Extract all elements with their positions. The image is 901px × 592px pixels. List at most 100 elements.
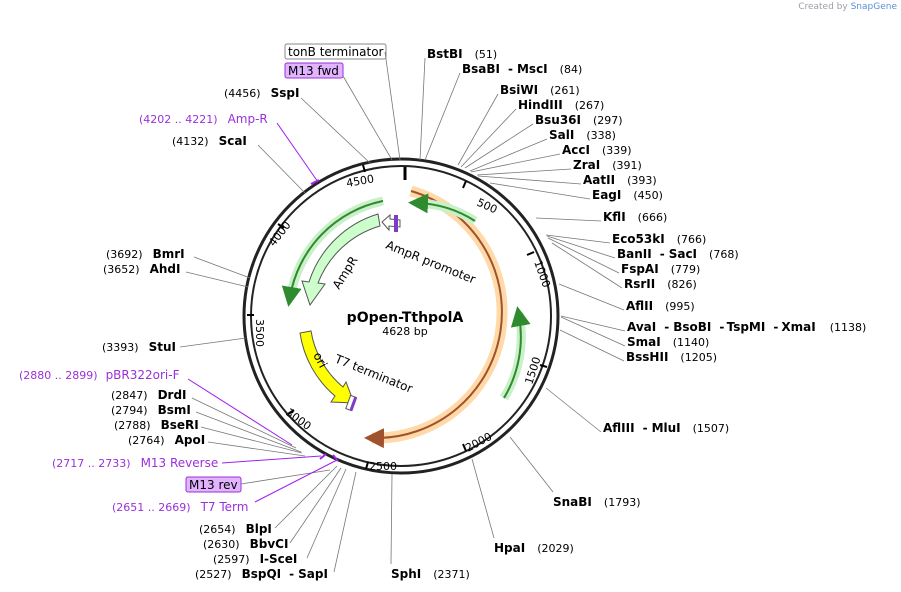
enzyme-name: HpaI — [494, 541, 525, 555]
primer-range: (4202 .. 4221) — [139, 113, 218, 126]
eco53ki-leader — [545, 234, 611, 244]
primers: (4202 .. 4221)Amp-R (2880 .. 2899)pBR322… — [19, 112, 339, 514]
bspqi-leader — [333, 471, 357, 573]
aflii-leader — [558, 283, 625, 311]
enzyme-bsu36i: Bsu36I(297) — [535, 113, 623, 127]
enzyme-separator: - — [664, 320, 669, 334]
avai-leader — [560, 315, 626, 332]
tick-1500 — [539, 364, 548, 368]
sphi-leader — [390, 473, 393, 565]
credit-prefix: Created by — [798, 2, 848, 12]
enzyme-position: (4132) — [172, 135, 209, 148]
bseri-leader — [200, 426, 303, 454]
enzyme-name: BseRI — [161, 418, 199, 432]
bmri-leader — [193, 256, 251, 279]
primer-name: Amp-R — [228, 112, 268, 126]
enzyme-ahdi: (3652)AhdI — [103, 262, 180, 276]
enzyme-separator: - — [508, 62, 513, 76]
primer-amp-r: (4202 .. 4221) Amp-R — [139, 112, 268, 126]
tick-label-3500: 3500 — [253, 319, 266, 347]
enzyme-name: SalI — [549, 128, 574, 142]
drdi-leader — [191, 397, 297, 449]
apoi-leader — [207, 441, 306, 457]
enzyme-name: BanII — [617, 247, 652, 261]
tick-label-4500: 4500 — [345, 172, 375, 190]
enzyme-position: (768) — [709, 248, 739, 261]
enzyme-position: (3393) — [102, 341, 139, 354]
enzyme-name: BsaBI — [462, 62, 500, 76]
fspai-leader — [547, 237, 620, 274]
enzyme-name: BmrI — [153, 247, 185, 261]
enzyme-name: EagI — [592, 188, 621, 202]
primer-range: (2717 .. 2733) — [52, 457, 131, 470]
m13-fwd-leader — [342, 75, 393, 161]
enzyme-sspi: (4456)SspI — [224, 86, 299, 100]
tick-marks — [247, 164, 548, 470]
enzyme-smai: SmaI(1140) — [627, 335, 709, 349]
primer-name: pBR322ori-F — [106, 368, 180, 382]
tonb-terminator-label: tonB terminator — [288, 45, 384, 59]
hpai-leader — [471, 458, 495, 539]
banii-leader — [546, 235, 616, 259]
enzyme-position: (2788) — [114, 419, 151, 432]
enzyme-name: BsoBI — [673, 320, 711, 334]
enzyme-name: BsiWI — [500, 83, 538, 97]
enzyme-snabi: SnaBI(1793) — [553, 495, 640, 509]
enzyme-position: (1138) — [830, 321, 867, 334]
enzyme-name: SphI — [391, 567, 421, 581]
enzyme-name: BsmI — [158, 403, 191, 417]
enzyme-separator: - — [289, 567, 294, 581]
m13-rev-label: M13 rev — [189, 478, 238, 492]
enzyme-name: KflI — [603, 210, 626, 224]
enzyme-position: (666) — [638, 211, 668, 224]
eagi-leader — [489, 182, 591, 200]
enzyme-name: MluI — [652, 421, 681, 435]
enzyme-name: DrdI — [158, 388, 187, 402]
enzyme-separator: - — [643, 421, 648, 435]
enzyme-name: BlpI — [246, 522, 272, 536]
m13-rev-box — [185, 476, 242, 493]
enzyme-eagi: EagI(450) — [592, 188, 663, 202]
enzyme-name: SapI — [298, 567, 328, 581]
enzyme-name: BspQI — [242, 567, 282, 581]
enzyme-bsshii: BssHII(1205) — [626, 350, 717, 364]
enzyme-name: RsrII — [624, 277, 655, 291]
pbr322ori-primer-leader — [187, 378, 293, 446]
enzyme-name: XmaI — [781, 320, 815, 334]
enzyme-bmri: (3692)BmrI — [106, 247, 185, 261]
enzyme-scai: (4132)ScaI — [172, 134, 247, 148]
enzyme-i-scei: (2597)I-SceI — [213, 552, 297, 566]
enzyme-bstbi: BstBI(51) — [427, 47, 497, 61]
enzyme-position: (261) — [550, 84, 580, 97]
enzyme-drdi: (2847) DrdI — [111, 388, 187, 402]
enzyme-separator: - — [773, 320, 778, 334]
orf-left-arrow — [281, 200, 384, 307]
enzymes-right: BstBI(51) BsaBI-MscI(84) BsiWI(261) Hind… — [390, 47, 867, 581]
enzyme-name: I-SceI — [260, 552, 298, 566]
primer-m13-reverse: (2717 .. 2733)M13 Reverse — [52, 456, 218, 470]
tonb-terminator-box — [284, 43, 387, 60]
enzyme-name: TspMI — [727, 320, 766, 334]
enzyme-position: (391) — [612, 159, 642, 172]
enzyme-name: Bsu36I — [535, 113, 581, 127]
enzyme-blpi: (2654)BlpI — [199, 522, 272, 536]
aatii-leader — [477, 175, 582, 185]
tick-500 — [462, 180, 467, 189]
enzyme-rsrii: RsrII (826) — [624, 277, 697, 291]
enzyme-name: AvaI — [627, 320, 656, 334]
enzyme-position: (1793) — [604, 496, 641, 509]
orf-top-arrow — [408, 193, 476, 222]
enzyme-name: SmaI — [627, 335, 661, 349]
m13-fwd-label: M13 fwd — [288, 64, 339, 78]
enzyme-zrai: ZraI(391) — [573, 158, 642, 172]
enzyme-name: AflII — [626, 299, 653, 313]
enzyme-separator: - — [660, 247, 665, 261]
enzyme-name: SacI — [669, 247, 697, 261]
enzyme-position: (826) — [667, 278, 697, 291]
enzyme-aflii: AflII(995) — [626, 299, 695, 313]
primer-name: T7 Term — [200, 500, 249, 514]
enzyme-position: (2847) — [111, 389, 148, 402]
enzyme-sali: SalI(338) — [549, 128, 616, 142]
m13-reverse-primer-mark — [319, 453, 327, 460]
